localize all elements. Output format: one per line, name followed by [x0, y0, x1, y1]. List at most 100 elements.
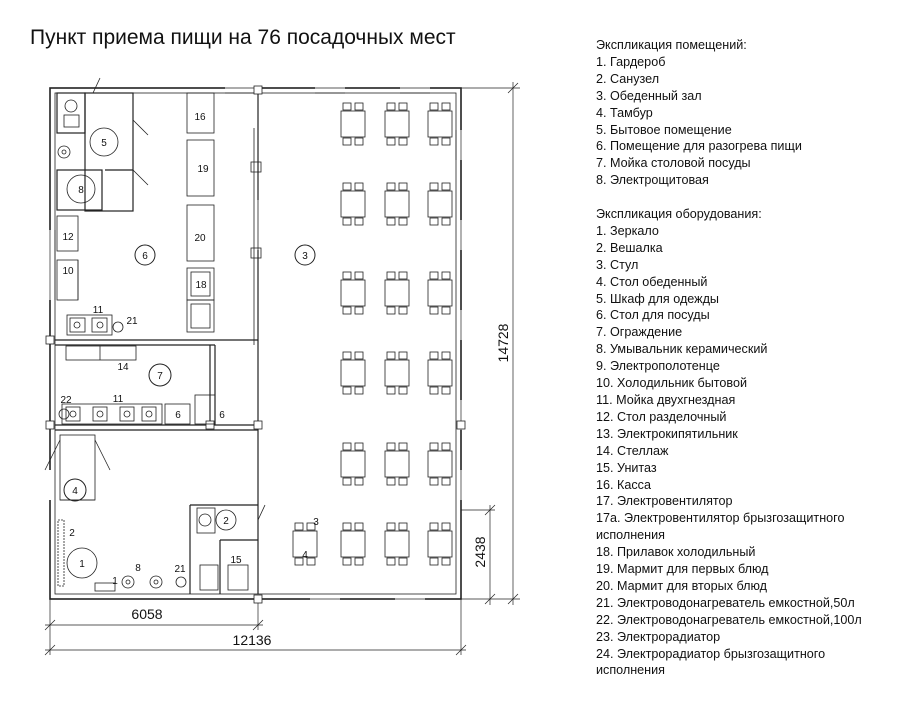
chair: [398, 522, 408, 531]
dim-height-total: 14728: [495, 323, 511, 362]
chair: [342, 522, 352, 531]
dining-table: [384, 450, 410, 478]
equipment-legend-item: 22. Электроводонагреватель емкостной,100…: [596, 612, 862, 627]
chair: [342, 477, 352, 486]
chair: [398, 386, 408, 395]
chair: [429, 306, 439, 315]
equipment-legend-item: 16. Касса: [596, 477, 651, 492]
equipment-legend-item: 1. Зеркало: [596, 223, 659, 238]
equipment-legend-item: 3. Стул: [596, 257, 639, 272]
equipment-legend-item: 2. Вешалка: [596, 240, 663, 255]
chair: [386, 557, 396, 566]
dim-height-partial: 2438: [472, 536, 488, 567]
chair: [429, 522, 439, 531]
dim-width-total: 12136: [233, 632, 272, 648]
equipment-legend-item: 5. Шкаф для одежды: [596, 291, 719, 306]
equipment-labels: 16 19 20 18 12 10 11 21 14 22 11 6 6 2 8…: [60, 112, 319, 587]
equip-label-12: 12: [62, 232, 74, 243]
chair: [429, 386, 439, 395]
floor-plan: 5 8 6 3 7 4 1 2 16 19 20 18 12 10 11 21 …: [44, 77, 520, 656]
chair: [441, 271, 451, 280]
room-label-1: 1: [79, 559, 85, 570]
rooms-legend: Экспликация помещений: 1. Гардероб 2. Са…: [596, 37, 802, 189]
rooms-legend-item: 6. Помещение для разогрева пищи: [596, 139, 802, 154]
chair: [429, 557, 439, 566]
equip-label-1: 1: [112, 576, 118, 587]
chair: [354, 351, 364, 360]
chair: [441, 442, 451, 451]
dining-table: [427, 530, 453, 558]
dining-table: [292, 530, 318, 558]
equipment-legend-item: 8. Умывальник керамический: [596, 342, 768, 357]
chair: [398, 102, 408, 111]
chair: [342, 102, 352, 111]
rooms-legend-item: 4. Тамбур: [596, 105, 653, 120]
chair: [386, 477, 396, 486]
rooms-legend-item: 7. Мойка столовой посуды: [596, 156, 751, 171]
dining-tables: [292, 102, 453, 566]
room-label-3: 3: [302, 251, 308, 262]
chair: [398, 217, 408, 226]
dim-width-partial: 6058: [131, 606, 162, 622]
dining-table: [427, 190, 453, 218]
equipment-legend-heading: Экспликация оборудования:: [596, 207, 762, 221]
chair: [398, 182, 408, 191]
chair: [386, 271, 396, 280]
chair: [354, 182, 364, 191]
chair: [441, 217, 451, 226]
chair: [386, 386, 396, 395]
rooms-legend-item: 3. Обеденный зал: [596, 88, 702, 103]
chair: [342, 557, 352, 566]
equip-label-4: 4: [302, 550, 308, 561]
equip-label-2: 2: [69, 528, 75, 539]
dining-table: [340, 110, 366, 138]
plan-title: Пункт приема пищи на 76 посадочных мест: [30, 26, 456, 49]
equipment-legend-item: 23. Электрорадиатор: [596, 629, 721, 644]
rooms-legend-item: 8. Электрощитовая: [596, 173, 709, 188]
chair: [306, 557, 316, 566]
chair: [429, 137, 439, 146]
chair: [429, 182, 439, 191]
equip-label-10: 10: [62, 266, 74, 277]
dining-table: [340, 190, 366, 218]
room-label-7: 7: [157, 371, 163, 382]
rooms-legend-item: 5. Бытовое помещение: [596, 122, 732, 137]
chair: [429, 442, 439, 451]
dining-table: [340, 359, 366, 387]
equip-label-3: 3: [313, 517, 319, 528]
chair: [441, 351, 451, 360]
dining-table: [427, 279, 453, 307]
chair: [354, 102, 364, 111]
equip-label-16: 16: [194, 112, 206, 123]
chair: [342, 386, 352, 395]
chair: [429, 217, 439, 226]
equip-label-15: 15: [230, 555, 242, 566]
equipment-legend-item: 18. Прилавок холодильный: [596, 545, 756, 560]
chair: [342, 351, 352, 360]
chair: [386, 522, 396, 531]
equip-label-6a: 6: [175, 410, 181, 421]
equipment-legend-item: 11. Мойка двухгнездная: [596, 392, 736, 407]
rooms-legend-item: 1. Гардероб: [596, 54, 666, 69]
chair: [398, 442, 408, 451]
equipment-legend-item: 10. Холодильник бытовой: [596, 376, 747, 391]
chair: [429, 271, 439, 280]
dining-table: [384, 530, 410, 558]
chair: [354, 442, 364, 451]
equipment-legend-item: 13. Электрокипятильник: [596, 426, 738, 441]
equipment-legend-item: 14. Стеллаж: [596, 443, 669, 458]
chair: [386, 137, 396, 146]
equipment-legend-item: 17а. Электровентилятор брызгозащитного и…: [596, 511, 845, 543]
rooms-legend-heading: Экспликация помещений:: [596, 38, 747, 52]
chair: [342, 182, 352, 191]
windows: [48, 86, 463, 601]
chair: [342, 217, 352, 226]
chair: [386, 442, 396, 451]
room-label-4: 4: [72, 486, 78, 497]
chair: [429, 351, 439, 360]
equip-label-8: 8: [135, 563, 141, 574]
chair: [398, 137, 408, 146]
lower-fixtures: [44, 434, 266, 592]
chair: [386, 306, 396, 315]
room-labels: 5 8 6 3 7 4 1 2: [63, 138, 316, 570]
